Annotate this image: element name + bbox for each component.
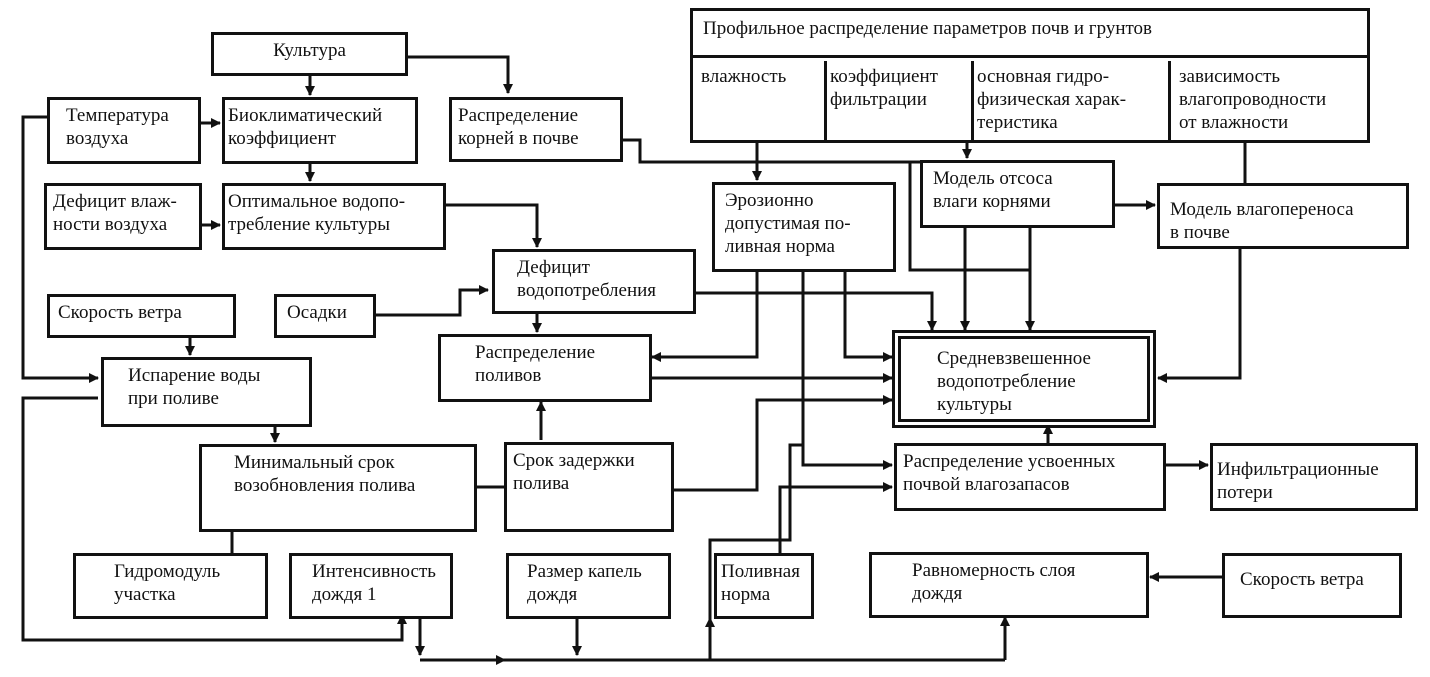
node-label: Скорость ветра (58, 302, 182, 323)
node-air-humidity-deficit[interactable]: Дефицит влаж- ности воздуха (44, 183, 202, 250)
node-weighted-water-use[interactable]: Средневзвешенное водопотребление культур… (892, 330, 1156, 428)
edge-erosion-soilmoist (801, 270, 893, 470)
node-irrigation-delay[interactable]: Срок задержки полива (504, 442, 674, 532)
node-label: Дефицит водопотребления (517, 257, 657, 301)
node-label: Биоклиматический коэффициент (228, 105, 383, 149)
edge-culture-roots (408, 55, 513, 94)
node-air-temperature[interactable]: Температура воздуха (47, 97, 201, 164)
node-label: Равномерность слоя дождя (912, 560, 1076, 604)
edge-optimal-deficit (445, 203, 542, 248)
soil-cell-conductivity: зависимость влагопроводности от влажност… (1179, 66, 1327, 133)
node-irrigation-distribution[interactable]: Распределение поливов (438, 334, 652, 402)
node-label: Испарение воды при поливе (128, 365, 261, 409)
node-optimal-water-use[interactable]: Оптимальное водопо- требление культуры (222, 183, 446, 250)
node-label: Средневзвешенное водопотребление культур… (937, 348, 1091, 415)
node-label: Минимальный срок возобновления полива (234, 452, 416, 496)
node-wind-speed-right[interactable]: Скорость ветра (1222, 553, 1402, 618)
node-label: Распределение поливов (475, 342, 596, 386)
edge-busup-weighted (708, 443, 803, 618)
node-bioclimatic-coef[interactable]: Биоклиматический коэффициент (222, 97, 418, 164)
node-label: Интенсивность дождя 1 (312, 561, 436, 605)
node-label: Гидромодуль участка (114, 561, 221, 605)
node-precipitation[interactable]: Осадки (274, 294, 376, 338)
node-soil-moisture-distribution[interactable]: Распределение усвоенных почвой влагозапа… (894, 443, 1166, 511)
node-irrigation-rate[interactable]: Поливная норма (714, 553, 814, 619)
node-culture[interactable]: Культура (211, 32, 408, 76)
node-label: Эрозионно допустимая по- ливная норма (725, 190, 851, 257)
node-label: Скорость ветра (1240, 569, 1364, 590)
node-erosion-rate[interactable]: Эрозионно допустимая по- ливная норма (712, 182, 896, 272)
edge-temp-evaporation (21, 115, 99, 383)
node-label: Температура воздуха (66, 105, 169, 149)
node-label: Распределение корней в почве (458, 105, 579, 149)
edge-erosion-weighted (843, 270, 893, 362)
edge-delay-weighted (670, 395, 893, 492)
node-label: Поливная норма (721, 561, 800, 605)
edge-rate-soilmoist (778, 482, 893, 553)
edge-evap-intensity (21, 396, 407, 642)
node-label: Культура (273, 40, 346, 61)
node-label: Распределение усвоенных почвой влагозапа… (903, 451, 1116, 495)
node-label: Модель отсоса влаги корнями (933, 168, 1053, 212)
node-rain-uniformity[interactable]: Равномерность слоя дождя (869, 552, 1149, 618)
edge-erosion-irrdist (651, 270, 759, 362)
node-drop-size[interactable]: Размер капель дождя (506, 553, 671, 619)
node-label: Срок задержки полива (513, 450, 635, 494)
soil-cell-filtration: коэффициент фильтрации (827, 61, 974, 140)
edge-transfer-weighted (1157, 248, 1242, 383)
soil-profile-table[interactable]: Профильное распределение параметров почв… (690, 8, 1370, 143)
node-label: Осадки (287, 302, 347, 323)
soil-cell-hydrophysical: основная гидро- физическая харак- терист… (974, 61, 1171, 140)
node-evaporation[interactable]: Испарение воды при поливе (101, 357, 312, 427)
node-label: Дефицит влаж- ности воздуха (53, 191, 177, 235)
node-infiltration-losses[interactable]: Инфильтрационные потери (1210, 443, 1418, 511)
soil-cell-moisture: влажность (693, 61, 827, 140)
node-root-uptake-model[interactable]: Модель отсоса влаги корнями (920, 160, 1115, 228)
node-rain-intensity[interactable]: Интенсивность дождя 1 (289, 553, 453, 619)
edge-precip-deficit (375, 285, 489, 317)
node-water-use-deficit[interactable]: Дефицит водопотребления (492, 249, 696, 314)
node-moisture-transfer-model[interactable]: Модель влагопереноса в почве (1157, 183, 1409, 249)
node-hydromodule[interactable]: Гидромодуль участка (73, 553, 268, 619)
node-label: Оптимальное водопо- требление культуры (228, 191, 406, 235)
node-min-irrigation-interval[interactable]: Минимальный срок возобновления полива (199, 444, 477, 532)
node-label: Инфильтрационные потери (1217, 459, 1379, 503)
soil-profile-title: Профильное распределение параметров почв… (693, 11, 1367, 58)
node-wind-speed-left[interactable]: Скорость ветра (47, 294, 236, 338)
node-root-distribution[interactable]: Распределение корней в почве (449, 97, 623, 162)
node-label: Модель влагопереноса в почве (1170, 199, 1354, 243)
node-label: Размер капель дождя (527, 561, 642, 605)
edge-deficit-weighted (695, 291, 937, 331)
